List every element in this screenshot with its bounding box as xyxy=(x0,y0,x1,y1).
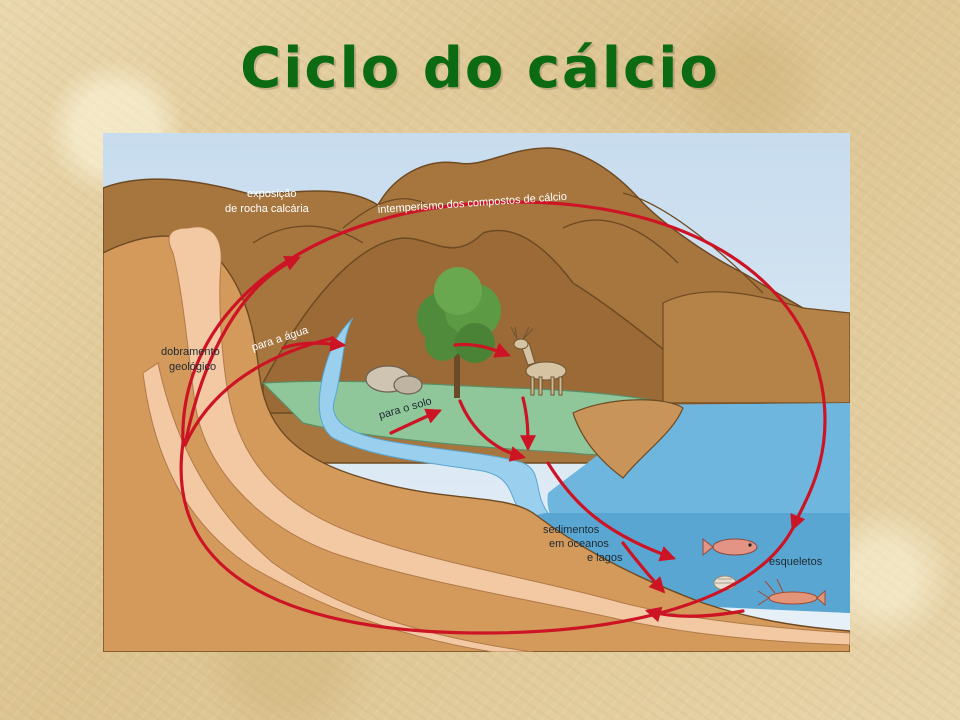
deep-water xyxy=(513,513,850,613)
tree-icon xyxy=(417,267,501,398)
stream xyxy=(318,317,549,519)
cycle-arrows xyxy=(179,200,827,635)
label-folding-1: dobramento xyxy=(161,346,220,358)
tree-to-stream-arrow xyxy=(458,399,527,462)
label-skeletons: esqueletos xyxy=(769,556,823,568)
weathering-arrow xyxy=(183,256,301,447)
stream-to-sediments-arrow xyxy=(546,461,677,562)
limestone-layer xyxy=(168,226,850,646)
deer-icon xyxy=(510,326,567,396)
mountain-ridge-lines xyxy=(252,192,764,294)
fish-icon xyxy=(702,537,758,557)
to-skeletons-arrow xyxy=(644,606,745,623)
far-right-ridge xyxy=(662,291,850,404)
limestone-layer-2 xyxy=(142,362,534,652)
lake-cliff xyxy=(572,399,684,479)
label-folding-2: geológico xyxy=(169,361,216,373)
label-exposure-2: de rocha calcária xyxy=(225,203,310,215)
calcium-cycle-diagram: exposição de rocha calcária intemperismo… xyxy=(103,133,850,652)
to-soil-arrow xyxy=(389,408,442,435)
rock-icon xyxy=(365,365,423,395)
to-water-arrow xyxy=(281,335,347,352)
slide-title: Ciclo do cálcio xyxy=(240,36,720,101)
label-exposure-1: exposição xyxy=(247,188,297,200)
outer-cycle-arrow xyxy=(181,200,827,531)
sediments-arrow xyxy=(621,541,666,594)
label-sediments-3: e lagos xyxy=(587,552,623,564)
label-sediments-1: sedimentos xyxy=(543,524,600,536)
shrimp-icon xyxy=(757,578,826,607)
tree-to-deer-arrow xyxy=(453,342,511,358)
deer-to-stream-arrow xyxy=(519,396,536,452)
outer-cycle-bottom-arrow xyxy=(179,441,795,635)
label-sediments-2: em oceanos xyxy=(549,538,609,550)
